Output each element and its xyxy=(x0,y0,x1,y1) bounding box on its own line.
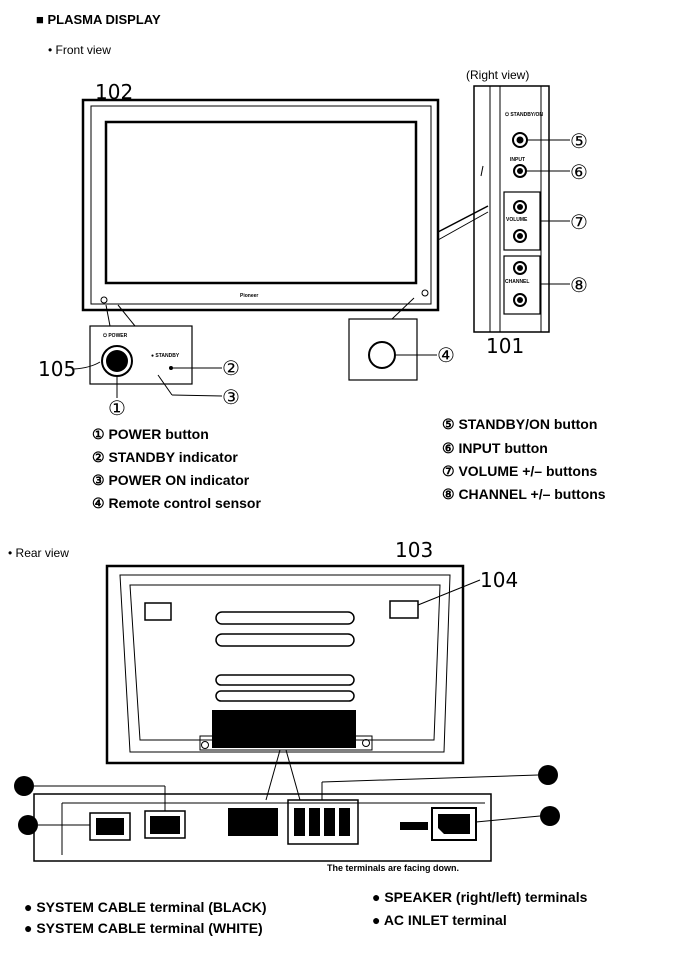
side-legend-8: ⑧ CHANNEL +/– buttons xyxy=(442,486,606,502)
callout-2: ② xyxy=(222,356,240,380)
rear-legend-black: ● SYSTEM CABLE terminal (BLACK) xyxy=(24,899,267,915)
callout-6: ⑥ xyxy=(570,160,588,184)
channel-label: CHANNEL xyxy=(505,279,530,285)
callout-7: ⑦ xyxy=(570,210,588,234)
power-label: ⏻ POWER xyxy=(103,333,128,339)
callout-1: ① xyxy=(108,396,126,420)
diagram-title: ■ PLASMA DISPLAY xyxy=(36,12,161,27)
front-legend-1: ① POWER button xyxy=(92,426,209,442)
side-legend-6: ⑥ INPUT button xyxy=(442,440,548,456)
callout-5: ⑤ xyxy=(570,129,588,153)
rear-view-label: • Rear view xyxy=(8,546,69,560)
front-legend-4: ④ Remote control sensor xyxy=(92,495,261,511)
rear-legend-white: ● SYSTEM CABLE terminal (WHITE) xyxy=(24,920,263,936)
callout-3: ③ xyxy=(222,385,240,409)
standby-label: ● STANDBY xyxy=(151,353,180,359)
standby-on-label: ⏻ STANDBY/ON xyxy=(505,112,544,118)
front-legend-2: ② STANDBY indicator xyxy=(92,449,238,465)
ref-102: 102 xyxy=(95,80,134,104)
side-legend-7: ⑦ VOLUME +/– buttons xyxy=(442,463,598,479)
ref-104: 104 xyxy=(480,568,519,592)
volume-label: VOLUME xyxy=(506,217,528,223)
ref-103: 103 xyxy=(395,538,434,562)
brand-logo: Pioneer xyxy=(240,293,259,299)
callout-8: ⑧ xyxy=(570,273,588,297)
rear-legend-speaker: ● SPEAKER (right/left) terminals xyxy=(372,889,588,905)
right-view-label: (Right view) xyxy=(466,68,530,82)
rear-note: The terminals are facing down. xyxy=(327,863,460,873)
ref-101: 101 xyxy=(486,334,525,358)
rear-legend-ac: ● AC INLET terminal xyxy=(372,912,507,928)
front-legend-3: ③ POWER ON indicator xyxy=(92,472,250,488)
ref-105: 105 xyxy=(38,357,77,381)
front-view-label: • Front view xyxy=(48,43,111,57)
input-label: INPUT xyxy=(510,157,525,163)
callout-4: ④ xyxy=(437,343,455,367)
side-legend-5: ⑤ STANDBY/ON button xyxy=(442,416,598,432)
